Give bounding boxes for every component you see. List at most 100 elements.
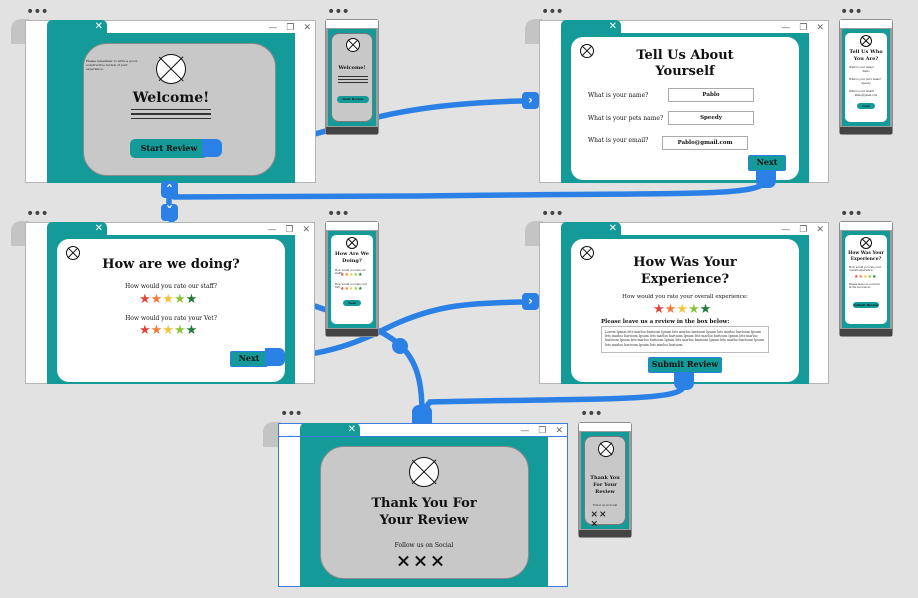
vet-rating-stars[interactable]: ★★★★★ <box>139 323 198 338</box>
frame-menu-dots[interactable]: ••• <box>280 406 303 422</box>
window-controls[interactable]: —❐✕ <box>267 223 310 236</box>
submit-connector-stub[interactable] <box>674 372 694 390</box>
phone-vet-stars[interactable]: ★★★★★ <box>340 286 363 292</box>
overall-rating-stars[interactable]: ★★★★★ <box>653 302 712 317</box>
start-review-connector-stub[interactable] <box>202 139 222 157</box>
doing-desktop-frame[interactable]: ✕ —❐✕ How are we doing? How would you ra… <box>25 222 315 384</box>
email-field[interactable]: Pablo@gmail.com <box>662 136 748 150</box>
flow-doing-to-experience <box>269 299 525 360</box>
review-textbox[interactable]: Lorem Ipsum lets marloo bartoom Ipsum le… <box>601 326 769 353</box>
arrow-right-connector[interactable]: › <box>522 92 539 109</box>
phone-staff-stars[interactable]: ★★★★★ <box>340 272 363 278</box>
about-next-button[interactable]: Next <box>748 155 786 171</box>
phone-card: How Was Your Experience? How would you r… <box>845 235 887 324</box>
social-icon[interactable] <box>600 511 606 517</box>
browser-tab[interactable]: ✕ <box>300 423 360 436</box>
phone-card: Thank You For Your Review Follow us on S… <box>584 436 626 525</box>
staff-question: How would you rate our staff? <box>124 283 218 290</box>
experience-phone-frame[interactable]: How Was Your Experience? How would you r… <box>839 221 893 337</box>
frame-menu-dots[interactable]: ••• <box>541 4 564 20</box>
frame-menu-dots[interactable]: ••• <box>580 406 603 422</box>
experience-desktop-frame[interactable]: ✕ —❐✕ How Was Your Experience? How would… <box>539 222 829 384</box>
logo-placeholder-icon <box>860 35 872 47</box>
overall-question: How would you rate your overall experien… <box>622 294 748 300</box>
phone-screen: Welcome! Start Review <box>328 29 376 126</box>
browser-tab[interactable]: ✕ <box>561 222 621 235</box>
phone-screen: Tell Us Who You Are? What is your name? … <box>842 29 890 126</box>
arrow-up-connector[interactable]: ˆ <box>161 181 178 200</box>
frame-menu-dots[interactable]: ••• <box>327 4 350 20</box>
social-icon[interactable] <box>415 555 426 566</box>
window-controls[interactable]: —❐✕ <box>520 424 563 437</box>
phone-next-button[interactable]: Next <box>857 103 875 109</box>
frame-menu-dots[interactable]: ••• <box>840 206 863 222</box>
frame-menu-dots[interactable]: ••• <box>26 4 49 20</box>
arrow-down-connector[interactable]: ˇ <box>161 204 178 221</box>
phone-submit-button[interactable]: Submit Review <box>853 302 879 308</box>
frame-tab-background <box>525 221 543 246</box>
social-icon[interactable] <box>432 555 443 566</box>
browser-tab[interactable]: ✕ <box>47 20 107 33</box>
phone-start-review-button[interactable]: Start Review <box>337 96 369 103</box>
window-controls[interactable]: —❐✕ <box>781 21 824 34</box>
text-lines <box>338 76 368 85</box>
phone-title: Thank You For Your Review <box>590 475 620 495</box>
thanks-desktop-frame[interactable]: ✕ —❐✕ Thank You For Your Review Follow u… <box>278 423 568 587</box>
doing-phone-frame[interactable]: How Are We Doing? How would you rate our… <box>325 221 379 337</box>
minimize-icon: — <box>267 224 277 235</box>
close-icon: ✕ <box>303 22 311 33</box>
close-icon[interactable]: ✕ <box>608 223 617 234</box>
window-controls[interactable]: —❐✕ <box>268 21 311 34</box>
phone-follow-text: Follow us on Social <box>592 504 618 507</box>
staff-rating-stars[interactable]: ★★★★★ <box>139 292 198 307</box>
frame-menu-dots[interactable]: ••• <box>26 206 49 222</box>
social-icons <box>395 551 446 570</box>
social-icon[interactable] <box>592 521 598 527</box>
frame-menu-dots[interactable]: ••• <box>541 206 564 222</box>
about-phone-frame[interactable]: Tell Us Who You Are? What is your name? … <box>839 19 893 135</box>
welcome-desktop-frame[interactable]: ✕ —❐✕ Please remember to write a good, c… <box>25 20 316 183</box>
pet-field[interactable]: Speedy <box>668 111 754 125</box>
arrow-right-connector[interactable]: › <box>522 293 539 310</box>
social-icon[interactable] <box>398 555 409 566</box>
phone-next-button[interactable]: Next <box>343 300 361 306</box>
thanks-phone-frame[interactable]: Thank You For Your Review Follow us on S… <box>578 422 632 538</box>
window-controls[interactable]: —❐✕ <box>781 223 824 236</box>
start-review-button[interactable]: Start Review <box>130 139 208 158</box>
minimize-icon: — <box>520 425 530 436</box>
close-icon[interactable]: ✕ <box>94 21 103 32</box>
close-icon[interactable]: ✕ <box>608 21 617 32</box>
about-title: Tell Us About Yourself <box>636 48 734 79</box>
welcome-title: Welcome! <box>132 90 210 106</box>
vet-question: How would you rate your Vet? <box>125 315 217 322</box>
logo-placeholder-icon <box>860 237 872 249</box>
about-next-connector-stub[interactable] <box>756 170 776 188</box>
phone-screen: How Are We Doing? How would you rate our… <box>328 231 376 328</box>
phone-staff-question: How would you rate our staff? <box>335 269 366 275</box>
close-icon[interactable]: ✕ <box>94 223 103 234</box>
minimize-icon: — <box>781 224 791 235</box>
doing-next-button[interactable]: Next <box>230 351 268 367</box>
browser-tab[interactable]: ✕ <box>47 222 107 235</box>
welcome-phone-frame[interactable]: Welcome! Start Review <box>325 19 379 135</box>
name-field[interactable]: Pablo <box>668 88 754 102</box>
doing-next-connector-stub[interactable] <box>265 348 285 366</box>
phone-name-value: Pablo <box>862 70 870 73</box>
phone-status-bar <box>840 222 892 230</box>
submit-review-button[interactable]: Submit Review <box>648 357 722 373</box>
about-desktop-frame[interactable]: ✕ —❐✕ Tell Us About Yourself What is you… <box>539 20 829 183</box>
phone-overall-question: How would you rate your overall experien… <box>849 266 882 272</box>
thanks-entry-connector-stub[interactable] <box>412 405 432 423</box>
phone-overall-stars[interactable]: ★★★★★ <box>854 274 877 280</box>
browser-tab[interactable]: ✕ <box>561 20 621 33</box>
close-icon[interactable]: ✕ <box>347 424 356 435</box>
social-icon[interactable] <box>592 511 598 517</box>
phone-pet-value: Speedy <box>861 82 871 85</box>
phone-screen: How Was Your Experience? How would you r… <box>842 231 890 328</box>
thanks-title: Thank You For Your Review <box>371 496 477 528</box>
follow-text: Follow us on Social <box>394 542 454 549</box>
maximize-icon: ❐ <box>799 22 808 33</box>
name-question: What is your name? <box>588 92 649 99</box>
frame-menu-dots[interactable]: ••• <box>327 206 350 222</box>
frame-menu-dots[interactable]: ••• <box>840 4 863 20</box>
